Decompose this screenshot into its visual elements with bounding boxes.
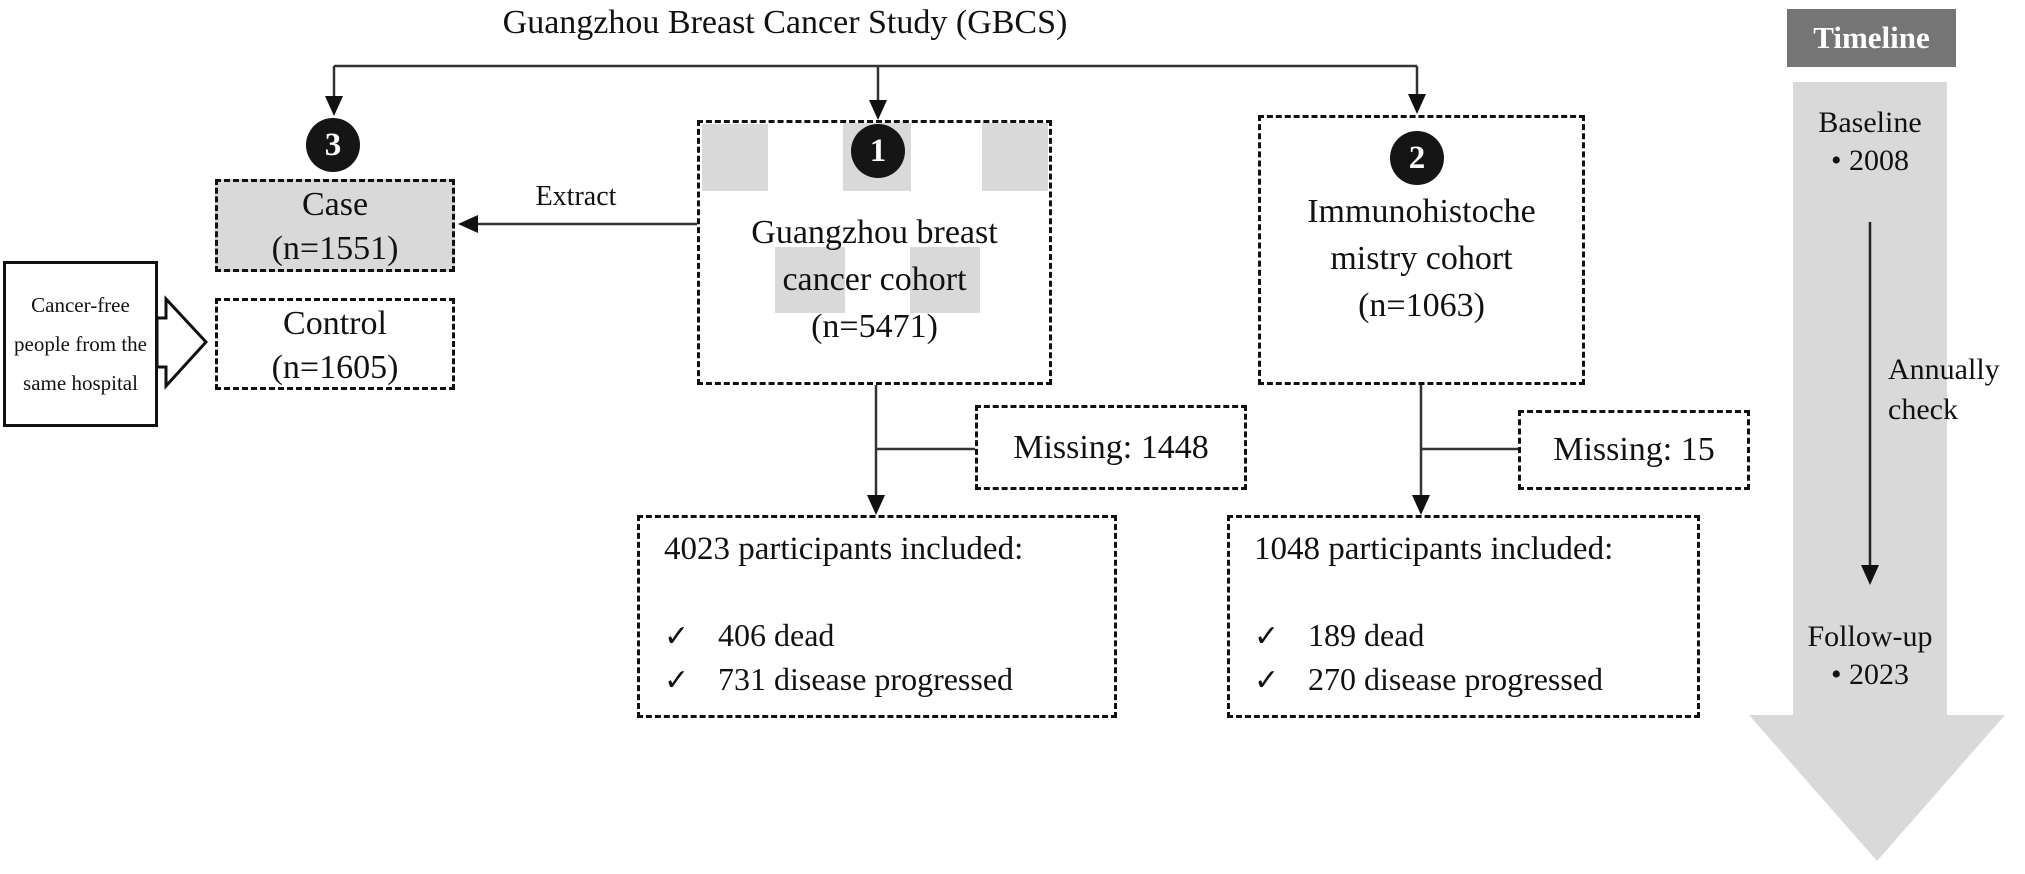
side-note-text: Cancer-free people from the same hospita… bbox=[14, 292, 147, 395]
highlight-square bbox=[910, 247, 980, 313]
check-icon: ✓ bbox=[1254, 663, 1280, 698]
timeline-header: Timeline bbox=[1787, 9, 1956, 67]
highlight-square bbox=[775, 247, 845, 313]
highlight-square bbox=[702, 124, 768, 191]
cohort2-name-line1: Immunohistoche bbox=[1307, 193, 1536, 230]
top-rail-arrowheads bbox=[325, 94, 1426, 120]
check-icon: ✓ bbox=[664, 663, 690, 698]
timeline-baseline-label: Baseline bbox=[1818, 106, 1922, 139]
extract-label: Extract bbox=[535, 181, 617, 212]
cohort1-text: Guangzhou breast cancer cohort (n=5471) bbox=[700, 209, 1049, 350]
case-title: Case bbox=[301, 186, 369, 223]
timeline-annually-line2: check bbox=[1888, 393, 1958, 426]
diagram-title: Guangzhou Breast Cancer Study (GBCS) bbox=[502, 4, 1068, 41]
control-title: Control bbox=[283, 305, 387, 342]
control-box: Control (n=1605) bbox=[215, 298, 455, 390]
check-icon: ✓ bbox=[664, 619, 690, 654]
case-box: Case (n=1551) bbox=[215, 179, 455, 272]
timeline-followup-label: Follow-up bbox=[1807, 620, 1933, 653]
cohort2-n: (n=1063) bbox=[1358, 287, 1485, 324]
outcome-text: 270 disease progressed bbox=[1308, 661, 1604, 697]
control-n: (n=1605) bbox=[271, 349, 399, 386]
badge-3: 3 bbox=[306, 118, 360, 172]
timeline-annually: Annually check bbox=[1888, 350, 2025, 430]
outcome-item: ✓ 406 dead bbox=[664, 614, 1104, 658]
timeline-followup: Follow-up • 2023 bbox=[1793, 618, 1947, 694]
timeline-annually-line1: Annually bbox=[1888, 353, 2000, 386]
cohort2-included-title: 1048 participants included: bbox=[1254, 531, 1614, 567]
cohort1-outcome-list: ✓ 406 dead ✓ 731 disease progressed bbox=[664, 614, 1104, 702]
badge-1: 1 bbox=[851, 124, 905, 178]
timeline-baseline: Baseline • 2008 bbox=[1793, 104, 1947, 180]
cohort1-n: (n=5471) bbox=[811, 308, 938, 345]
cohort2-name-line2: mistry cohort bbox=[1330, 240, 1513, 277]
cohort2-missing-box: Missing: 15 bbox=[1518, 410, 1750, 490]
cohort2-text: Immunohistoche mistry cohort (n=1063) bbox=[1261, 188, 1582, 329]
side-note-block-arrow bbox=[155, 295, 209, 390]
badge-2: 2 bbox=[1390, 131, 1444, 185]
timeline-thin-arrow bbox=[1861, 222, 1879, 585]
outcome-item: ✓ 189 dead bbox=[1254, 614, 1687, 658]
outcome-text: 406 dead bbox=[718, 617, 835, 653]
cohort2-outcome-list: ✓ 189 dead ✓ 270 disease progressed bbox=[1254, 614, 1687, 702]
cohort1-flow-arrow bbox=[867, 385, 975, 515]
outcome-text: 189 dead bbox=[1308, 617, 1425, 653]
check-icon: ✓ bbox=[1254, 619, 1280, 654]
timeline-baseline-year: • 2008 bbox=[1830, 144, 1909, 177]
top-rail bbox=[332, 64, 1419, 102]
cohort1-name-line1: Guangzhou breast bbox=[751, 214, 998, 251]
timeline-big-arrow bbox=[1749, 82, 2005, 861]
cohort1-name-line2: cancer cohort bbox=[782, 261, 967, 298]
timeline-followup-year: • 2023 bbox=[1830, 658, 1909, 691]
case-n: (n=1551) bbox=[271, 230, 399, 267]
cohort2-flow-arrow bbox=[1412, 385, 1518, 515]
outcome-item: ✓ 731 disease progressed bbox=[664, 658, 1104, 702]
outcome-item: ✓ 270 disease progressed bbox=[1254, 658, 1687, 702]
side-note-box: Cancer-free people from the same hospita… bbox=[3, 261, 158, 427]
cohort1-included-title: 4023 participants included: bbox=[664, 531, 1024, 567]
highlight-square bbox=[982, 123, 1048, 191]
cohort1-results-box: 4023 participants included: ✓ 406 dead ✓ 7… bbox=[637, 515, 1117, 718]
outcome-text: 731 disease progressed bbox=[718, 661, 1014, 697]
cohort2-results-box: 1048 participants included: ✓ 189 dead ✓ 2… bbox=[1227, 515, 1700, 718]
extract-arrow bbox=[458, 215, 697, 233]
cohort1-missing-box: Missing: 1448 bbox=[975, 405, 1247, 490]
